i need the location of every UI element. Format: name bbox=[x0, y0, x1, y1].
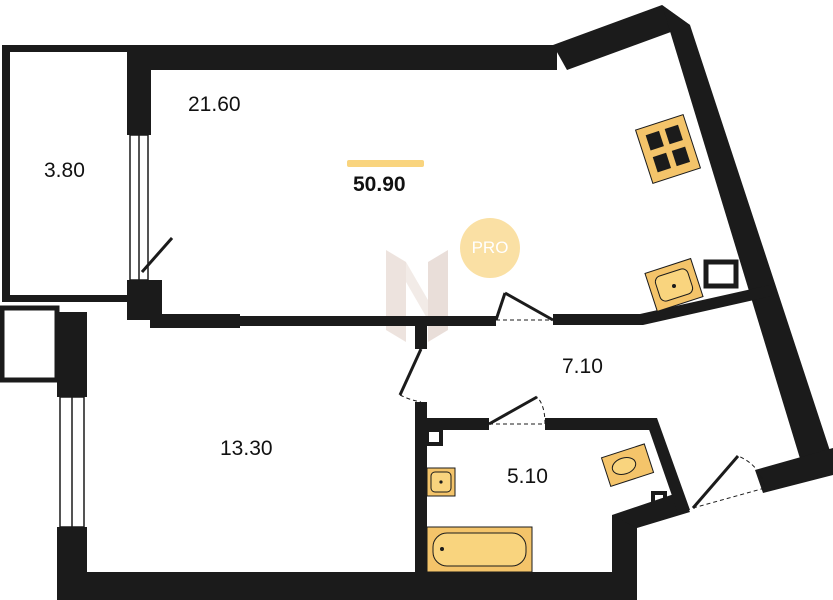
bedroom-area: 13.30 bbox=[220, 437, 273, 460]
bathtub-icon bbox=[426, 526, 533, 573]
bathroom-area: 5.10 bbox=[507, 465, 548, 488]
sink-icon bbox=[644, 257, 704, 313]
living-room-area: 21.60 bbox=[188, 93, 241, 116]
cooktop-icon bbox=[634, 114, 702, 184]
total-area-bar bbox=[347, 160, 424, 167]
pro-badge: PRO bbox=[460, 218, 520, 278]
loggia-area: 3.80 bbox=[44, 159, 85, 182]
washbasin-icon bbox=[426, 467, 456, 497]
windows bbox=[59, 134, 149, 528]
total-area: 50.90 bbox=[353, 173, 406, 196]
interior-walls bbox=[150, 259, 772, 577]
door-swings bbox=[141, 237, 766, 509]
toilet-icon bbox=[600, 443, 655, 488]
outer-walls bbox=[0, 5, 833, 600]
hallway-area: 7.10 bbox=[562, 355, 603, 378]
